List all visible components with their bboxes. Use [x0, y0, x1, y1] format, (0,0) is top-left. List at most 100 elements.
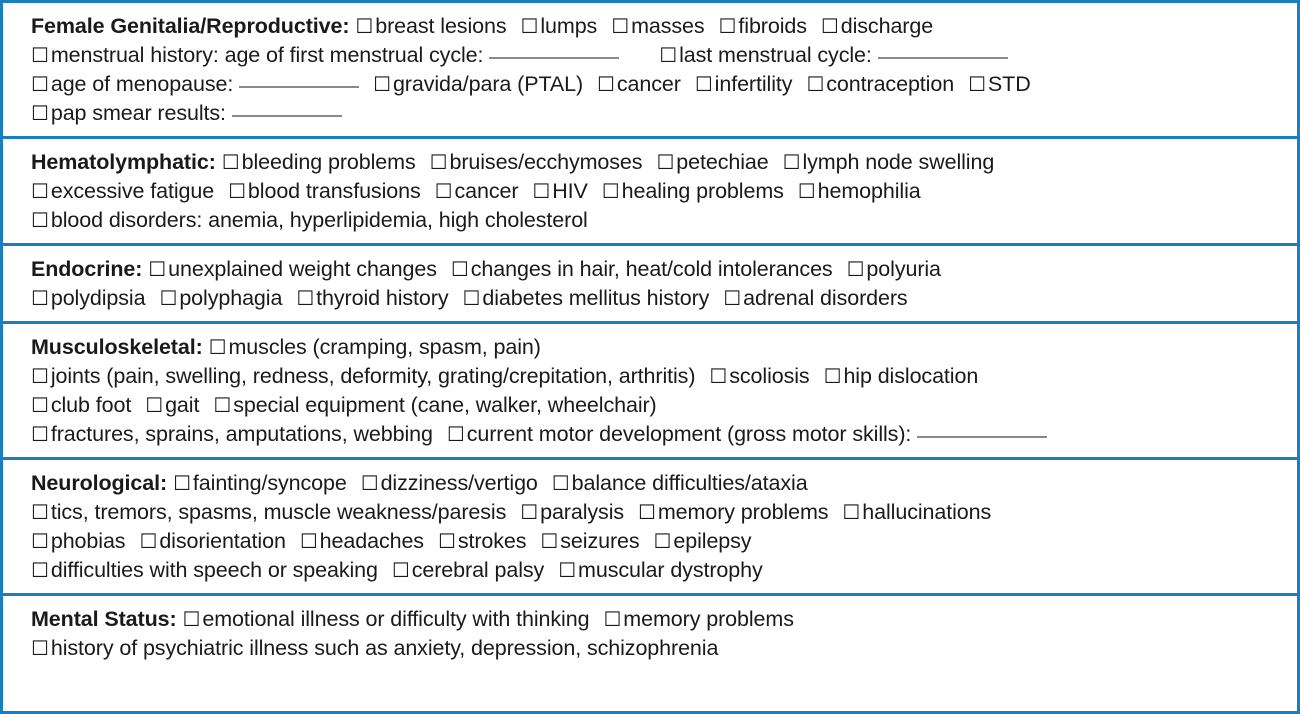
- checkbox-item[interactable]: ☐healing problems: [602, 177, 784, 206]
- checkbox-icon[interactable]: ☐: [603, 607, 622, 631]
- checkbox-item[interactable]: ☐scoliosis: [709, 362, 809, 391]
- checkbox-icon[interactable]: ☐: [842, 500, 861, 524]
- checkbox-item[interactable]: ☐memory problems: [638, 498, 828, 527]
- checkbox-item[interactable]: ☐strokes: [437, 527, 527, 556]
- checkbox-item[interactable]: ☐lymph node swelling: [783, 148, 995, 177]
- checkbox-icon[interactable]: ☐: [462, 286, 481, 310]
- checkbox-icon[interactable]: ☐: [806, 72, 825, 96]
- checkbox-item[interactable]: ☐polyuria: [847, 255, 941, 284]
- checkbox-icon[interactable]: ☐: [31, 500, 49, 524]
- checkbox-icon[interactable]: ☐: [31, 364, 49, 388]
- checkbox-item[interactable]: ☐disorientation: [139, 527, 285, 556]
- checkbox-item[interactable]: ☐emotional illness or difficulty with th…: [183, 605, 590, 634]
- checkbox-icon[interactable]: ☐: [31, 43, 49, 67]
- checkbox-icon[interactable]: ☐: [653, 529, 672, 553]
- checkbox-item[interactable]: ☐bruises/ecchymoses: [430, 148, 643, 177]
- checkbox-icon[interactable]: ☐: [208, 335, 227, 359]
- checkbox-item[interactable]: ☐fractures, sprains, amputations, webbin…: [31, 420, 433, 449]
- checkbox-icon[interactable]: ☐: [173, 471, 191, 495]
- checkbox-item[interactable]: ☐history of psychiatric illness such as …: [31, 634, 718, 663]
- checkbox-icon[interactable]: ☐: [611, 14, 630, 38]
- checkbox-icon[interactable]: ☐: [391, 558, 410, 582]
- checkbox-item[interactable]: ☐hallucinations: [842, 498, 991, 527]
- checkbox-item[interactable]: ☐lumps: [521, 12, 598, 41]
- checkbox-item[interactable]: ☐discharge: [821, 12, 933, 41]
- checkbox-item[interactable]: ☐petechiae: [656, 148, 768, 177]
- fill-in-blank-line[interactable]: [489, 43, 620, 59]
- checkbox-icon[interactable]: ☐: [139, 529, 158, 553]
- checkbox-icon[interactable]: ☐: [656, 150, 675, 174]
- checkbox-icon[interactable]: ☐: [213, 393, 232, 417]
- checkbox-icon[interactable]: ☐: [601, 179, 620, 203]
- checkbox-icon[interactable]: ☐: [429, 150, 448, 174]
- checkbox-icon[interactable]: ☐: [659, 43, 678, 67]
- checkbox-icon[interactable]: ☐: [797, 179, 816, 203]
- checkbox-icon[interactable]: ☐: [31, 179, 49, 203]
- checkbox-icon[interactable]: ☐: [360, 471, 379, 495]
- checkbox-icon[interactable]: ☐: [221, 150, 240, 174]
- checkbox-icon[interactable]: ☐: [558, 558, 577, 582]
- checkbox-item[interactable]: ☐blood disorders: anemia, hyperlipidemia…: [31, 206, 588, 235]
- checkbox-item[interactable]: ☐cancer: [597, 70, 681, 99]
- checkbox-item[interactable]: ☐hemophilia: [798, 177, 921, 206]
- checkbox-item[interactable]: ☐infertility: [695, 70, 793, 99]
- checkbox-icon[interactable]: ☐: [820, 14, 839, 38]
- checkbox-item[interactable]: ☐gravida/para (PTAL): [373, 70, 583, 99]
- checkbox-item[interactable]: ☐special equipment (cane, walker, wheelc…: [213, 391, 656, 420]
- checkbox-item[interactable]: ☐memory problems: [603, 605, 793, 634]
- checkbox-item[interactable]: ☐changes in hair, heat/cold intolerances: [451, 255, 833, 284]
- checkbox-icon[interactable]: ☐: [709, 364, 728, 388]
- checkbox-icon[interactable]: ☐: [31, 558, 49, 582]
- checkbox-item[interactable]: ☐thyroid history: [296, 284, 448, 313]
- checkbox-icon[interactable]: ☐: [148, 257, 167, 281]
- checkbox-item[interactable]: ☐seizures: [540, 527, 639, 556]
- checkbox-item[interactable]: ☐headaches: [300, 527, 424, 556]
- checkbox-icon[interactable]: ☐: [228, 179, 246, 203]
- checkbox-item[interactable]: ☐adrenal disorders: [723, 284, 907, 313]
- checkbox-icon[interactable]: ☐: [520, 14, 539, 38]
- checkbox-item[interactable]: ☐STD: [968, 70, 1031, 99]
- checkbox-item[interactable]: ☐phobias: [31, 527, 126, 556]
- fill-in-blank-line[interactable]: [917, 422, 1048, 438]
- checkbox-icon[interactable]: ☐: [718, 14, 737, 38]
- fill-in-blank-line[interactable]: [877, 43, 1008, 59]
- checkbox-icon[interactable]: ☐: [299, 529, 318, 553]
- checkbox-item[interactable]: ☐club foot: [31, 391, 131, 420]
- checkbox-item[interactable]: ☐dizziness/vertigo: [361, 469, 538, 498]
- fill-in-blank-line[interactable]: [239, 72, 360, 88]
- checkbox-icon[interactable]: ☐: [31, 422, 49, 446]
- checkbox-icon[interactable]: ☐: [520, 500, 539, 524]
- checkbox-item[interactable]: ☐menstrual history: age of first menstru…: [31, 41, 620, 70]
- checkbox-item[interactable]: ☐bleeding problems: [222, 148, 416, 177]
- checkbox-icon[interactable]: ☐: [450, 257, 469, 281]
- checkbox-item[interactable]: ☐joints (pain, swelling, redness, deform…: [31, 362, 695, 391]
- checkbox-icon[interactable]: ☐: [532, 179, 551, 203]
- checkbox-icon[interactable]: ☐: [437, 529, 456, 553]
- checkbox-item[interactable]: ☐masses: [611, 12, 704, 41]
- checkbox-item[interactable]: ☐balance difficulties/ataxia: [552, 469, 808, 498]
- checkbox-item[interactable]: ☐hip dislocation: [824, 362, 979, 391]
- checkbox-icon[interactable]: ☐: [694, 72, 713, 96]
- checkbox-icon[interactable]: ☐: [182, 607, 201, 631]
- checkbox-icon[interactable]: ☐: [782, 150, 801, 174]
- checkbox-icon[interactable]: ☐: [597, 72, 615, 96]
- checkbox-item[interactable]: ☐cerebral palsy: [392, 556, 544, 585]
- checkbox-icon[interactable]: ☐: [723, 286, 742, 310]
- checkbox-item[interactable]: ☐muscular dystrophy: [558, 556, 763, 585]
- checkbox-icon[interactable]: ☐: [296, 286, 315, 310]
- checkbox-item[interactable]: ☐blood transfusions: [228, 177, 421, 206]
- checkbox-icon[interactable]: ☐: [434, 179, 453, 203]
- checkbox-item[interactable]: ☐contraception: [806, 70, 954, 99]
- checkbox-icon[interactable]: ☐: [31, 208, 49, 232]
- checkbox-icon[interactable]: ☐: [551, 471, 570, 495]
- checkbox-item[interactable]: ☐muscles (cramping, spasm, pain): [209, 333, 541, 362]
- checkbox-item[interactable]: ☐tics, tremors, spasms, muscle weakness/…: [31, 498, 506, 527]
- checkbox-icon[interactable]: ☐: [31, 72, 49, 96]
- checkbox-item[interactable]: ☐cancer: [435, 177, 519, 206]
- checkbox-icon[interactable]: ☐: [823, 364, 842, 388]
- checkbox-icon[interactable]: ☐: [968, 72, 986, 96]
- checkbox-item[interactable]: ☐fainting/syncope: [173, 469, 347, 498]
- checkbox-item[interactable]: ☐fibroids: [719, 12, 807, 41]
- checkbox-item[interactable]: ☐gait: [145, 391, 199, 420]
- checkbox-icon[interactable]: ☐: [145, 393, 164, 417]
